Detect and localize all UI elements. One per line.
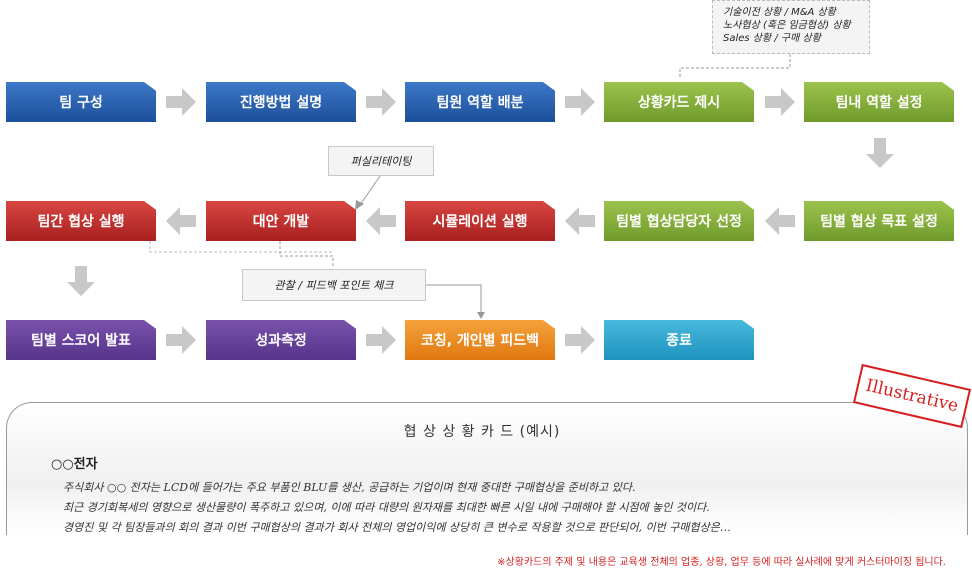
observation-note: 관찰 / 피드백 포인트 체크 [242, 269, 426, 301]
step-inter-team-negotiation: 팀간 협상 실행 [6, 201, 156, 241]
arrow-left-icon [366, 207, 396, 235]
footnote: ※상황카드의 주제 및 내용은 교육생 전체의 업종, 상황, 업무 등에 따라… [497, 557, 946, 568]
card-title: 협 상 상 황 카 드 (예시) [403, 424, 561, 440]
step-team-formation: 팀 구성 [6, 82, 156, 122]
scenario-type-line: Sales 상황 / 구매 상황 [723, 33, 821, 44]
step-negotiator-selection: 팀별 협상담당자 선정 [604, 201, 754, 241]
arrow-down-icon [67, 266, 95, 296]
scenario-types-note: 기술이전 상황 / M&A 상황 노사협상 (혹은 임금협상) 상황 Sales… [712, 0, 870, 54]
arrow-right-icon [166, 326, 196, 354]
arrow-down-icon [866, 138, 894, 168]
arrow-right-icon [565, 88, 595, 116]
step-alternative-development: 대안 개발 [206, 201, 356, 241]
step-simulation: 시뮬레이션 실행 [405, 201, 555, 241]
step-score-announcement: 팀별 스코어 발표 [6, 320, 156, 360]
arrow-right-icon [166, 88, 196, 116]
arrow-right-icon [565, 326, 595, 354]
scenario-type-line: 기술이전 상황 / M&A 상황 [723, 7, 836, 18]
step-end: 종료 [604, 320, 754, 360]
card-text-line: 최근 경기회복세의 영향으로 생산물량이 폭주하고 있으며, 이에 따라 대량의… [63, 501, 710, 514]
arrow-left-icon [166, 207, 196, 235]
step-team-roles: 팀내 역할 설정 [804, 82, 954, 122]
company-name: ○○전자 [51, 457, 98, 472]
arrow-right-icon [366, 88, 396, 116]
card-text-line: 주식회사 ○○ 전자는 LCD에 들어가는 주요 부품인 BLU를 생산, 공급… [63, 481, 636, 494]
arrow-right-icon [765, 88, 795, 116]
step-scenario-card: 상황카드 제시 [604, 82, 754, 122]
scenario-type-line: 노사협상 (혹은 임금협상) 상황 [723, 20, 851, 31]
arrow-left-icon [565, 207, 595, 235]
card-text-line: 경영진 및 각 팀장들과의 회의 결과 이번 구매협상의 결과가 회사 전체의 … [63, 521, 731, 534]
arrow-left-icon [765, 207, 795, 235]
step-negotiation-goals: 팀별 협상 목표 설정 [804, 201, 954, 241]
step-role-allocation: 팀원 역할 배분 [405, 82, 555, 122]
scenario-card-panel: 협 상 상 황 카 드 (예시) ○○전자 주식회사 ○○ 전자는 LCD에 들… [6, 402, 968, 535]
step-method-explanation: 진행방법 설명 [206, 82, 356, 122]
arrow-right-icon [366, 326, 396, 354]
facilitating-note: 퍼실리테이팅 [328, 146, 434, 176]
step-coaching-feedback: 코칭, 개인별 피드백 [405, 320, 555, 360]
step-performance-measure: 성과측정 [206, 320, 356, 360]
